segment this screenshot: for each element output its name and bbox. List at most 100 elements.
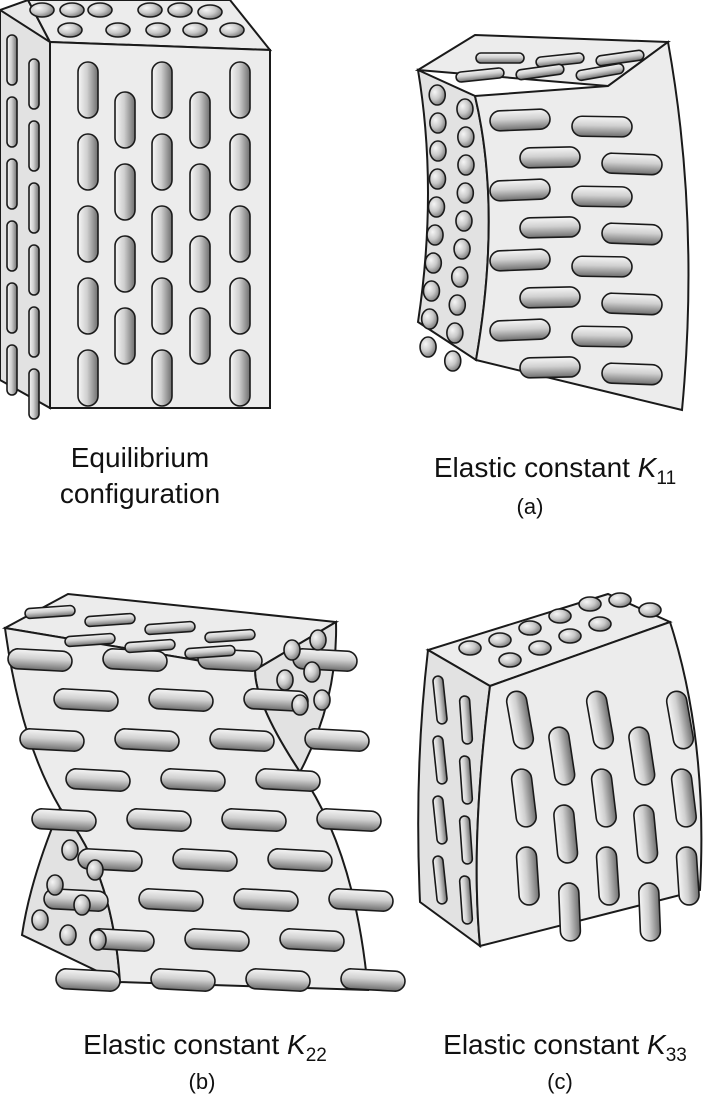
molecule-end <box>219 22 245 38</box>
molecule-end <box>446 322 464 344</box>
molecule-rod <box>114 728 180 752</box>
twist-block <box>1 592 406 992</box>
molecule-rod <box>184 644 236 660</box>
molecule-rod <box>455 67 505 83</box>
molecule-rod <box>151 349 173 407</box>
molecule-rod <box>24 604 76 620</box>
molecule-rod <box>670 768 697 828</box>
molecule-rod <box>124 638 176 654</box>
twist-caption-symbol: K <box>287 1029 306 1060</box>
molecule-rod <box>148 688 214 712</box>
splay-caption: Elastic constant K11 <box>395 450 715 490</box>
molecule-rod <box>229 133 251 191</box>
molecule-end <box>105 22 131 38</box>
molecule-end <box>578 596 602 612</box>
bend-caption: Elastic constant K33 <box>410 1027 720 1067</box>
molecule-rod <box>138 888 204 912</box>
molecule-end <box>427 196 446 218</box>
molecule-rod <box>233 888 299 912</box>
molecule-rod <box>245 968 311 992</box>
molecule-rod <box>489 108 551 132</box>
twist-caption: Elastic constant K22 <box>45 1027 365 1067</box>
molecule-rod <box>595 846 620 906</box>
splay-front-face <box>473 40 690 412</box>
panel-tag-c: (c) <box>547 1069 573 1094</box>
bend-block <box>417 592 703 949</box>
molecule-rod <box>458 755 474 805</box>
molecule-rod <box>6 34 18 86</box>
equilibrium-caption-line1: Equilibrium <box>70 442 210 473</box>
molecule-rod <box>432 735 448 785</box>
molecule-end <box>548 608 572 624</box>
molecule-end <box>87 2 113 18</box>
molecule-rod <box>571 255 633 278</box>
molecule-rod <box>28 182 40 234</box>
molecule-rod <box>548 726 576 786</box>
molecule-rod <box>458 875 474 925</box>
molecule-rod <box>53 688 119 712</box>
molecule-rod <box>114 307 136 365</box>
molecule-rod <box>204 628 256 644</box>
molecule-rod <box>84 612 136 628</box>
molecule-rod <box>229 205 251 263</box>
molecule-rod <box>571 325 633 348</box>
molecule-rod <box>519 216 581 239</box>
molecule-rod <box>151 277 173 335</box>
molecule-rod <box>628 726 656 786</box>
panel-tag-b: (b) <box>188 1069 216 1094</box>
equilibrium-caption: Equilibrium configuration <box>20 440 260 512</box>
molecule-rod <box>304 728 370 752</box>
molecule-end <box>61 839 79 861</box>
molecule-rod <box>571 115 633 138</box>
molecule-rod <box>515 846 540 906</box>
molecule-end <box>518 620 542 636</box>
molecule-rod <box>458 815 474 865</box>
molecule-end <box>429 112 447 134</box>
molecule-rod <box>601 152 663 176</box>
molecule-rod <box>665 690 695 750</box>
splay-caption-subscript: 11 <box>656 468 677 489</box>
molecule-end <box>457 126 475 148</box>
twist-caption-text: Elastic constant <box>83 1029 288 1060</box>
molecule-rod <box>151 61 173 119</box>
molecule-rod <box>519 146 581 169</box>
molecule-rod <box>189 235 211 293</box>
equilibrium-block <box>0 0 273 420</box>
molecule-rod <box>184 928 250 952</box>
molecule-rod <box>6 282 18 334</box>
molecule-rod <box>28 120 40 172</box>
bend-caption-symbol: K <box>647 1029 666 1060</box>
molecule-rod <box>55 968 121 992</box>
molecule-rod <box>28 58 40 110</box>
molecule-rod <box>575 62 625 82</box>
molecule-rod <box>510 768 537 828</box>
molecule-end <box>145 22 171 38</box>
molecule-end <box>73 894 91 916</box>
molecule-end <box>291 694 309 716</box>
molecule-end <box>456 182 475 204</box>
molecule-rod <box>28 306 40 358</box>
molecule-end <box>46 874 64 896</box>
molecule-rod <box>489 178 551 202</box>
molecule-rod <box>229 277 251 335</box>
molecule-end <box>313 689 331 711</box>
molecule-end <box>448 294 467 316</box>
molecule-rod <box>221 808 287 832</box>
splay-block <box>414 33 690 412</box>
molecule-end <box>426 224 444 246</box>
molecule-rod <box>505 690 535 750</box>
bend-caption-subscript: 33 <box>665 1045 687 1066</box>
molecule-rod <box>601 222 663 246</box>
molecule-rod <box>151 205 173 263</box>
molecule-rod <box>519 356 581 379</box>
molecule-rod <box>585 690 615 750</box>
molecule-rod <box>77 205 99 263</box>
molecule-rod <box>432 795 448 845</box>
molecule-rod <box>189 307 211 365</box>
molecule-rod <box>6 220 18 272</box>
molecule-rod <box>328 888 394 912</box>
molecule-end <box>528 640 552 656</box>
splay-caption-symbol: K <box>637 452 657 483</box>
molecule-rod <box>267 848 333 872</box>
molecule-rod <box>77 277 99 335</box>
